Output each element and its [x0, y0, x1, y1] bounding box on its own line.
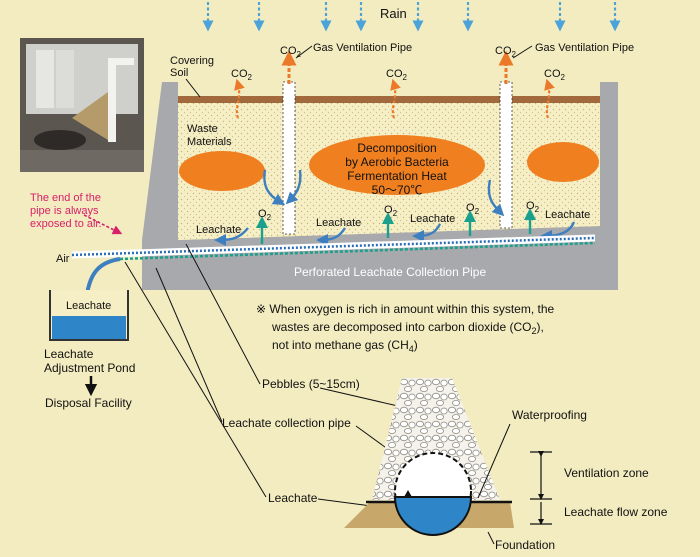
leader-waterproofing	[477, 423, 511, 499]
leachate-arrow	[316, 227, 347, 246]
o2-label: O2	[526, 200, 540, 214]
covering-soil-layer	[178, 96, 600, 103]
perforated-pipe-label: Perforated Leachate Collection Pipe	[294, 265, 486, 279]
note-line3: not into methane gas (CH4)	[272, 338, 418, 354]
leader-leachate	[124, 261, 267, 498]
co2-arrows	[234, 78, 555, 119]
leachate-arrow	[214, 227, 249, 246]
gas-ventilation-pipe-label-right: Gas Ventilation Pipe	[535, 42, 634, 54]
leachate-adjustment-pond	[49, 290, 129, 341]
o2-label: O2	[258, 208, 272, 222]
o2-label: O2	[384, 204, 398, 218]
pipe-cross-section	[344, 378, 514, 536]
leachate-arrow	[263, 169, 286, 206]
waterproofing-label: Waterproofing	[512, 408, 587, 422]
pipe-end-note-line3: exposed to air.	[30, 218, 102, 230]
waste-materials-label-line1: Waste	[187, 123, 218, 135]
pink-pointer-arrow	[83, 214, 123, 235]
rain-label: Rain	[380, 6, 407, 21]
leachate-flow-arrows	[214, 169, 576, 246]
gas-ventilation-pipe-left	[281, 50, 297, 235]
decomposition-line4: 50～70℃	[372, 183, 423, 197]
svg-text:CO2: CO2	[495, 45, 517, 59]
pond-label-line1: Leachate	[44, 347, 94, 361]
heat-zone-center	[309, 135, 485, 195]
heat-zone-right	[527, 142, 599, 182]
covering-soil-label-line2: Soil	[170, 67, 188, 79]
co2-label-surface-left: CO2	[231, 68, 253, 82]
svg-text:CO2: CO2	[280, 45, 302, 59]
o2-label: O2	[466, 202, 480, 216]
pipe-photo	[20, 38, 144, 172]
leader-pebbles	[185, 243, 261, 385]
leachate-label-4: Leachate	[545, 209, 590, 221]
covering-soil-label-line1: Covering	[170, 55, 214, 67]
co2-arrow	[234, 78, 245, 119]
leader-gas-pipe-right	[512, 45, 533, 59]
co2-label-surface-center: CO2	[386, 68, 408, 82]
leader-covering-soil	[185, 78, 201, 98]
disposal-facility-label: Disposal Facility	[45, 396, 132, 410]
leader-foundation	[487, 531, 495, 545]
leader-pebbles-to-detail	[319, 387, 399, 407]
leachate-detail-label: Leachate	[268, 491, 318, 505]
leachate-flow-zone-label: Leachate flow zone	[564, 505, 668, 519]
o2-labels: O2 O2 O2 O2	[258, 200, 540, 222]
perforated-leachate-collection-pipe	[71, 234, 596, 261]
note-line2: wastes are decomposed into carbon dioxid…	[271, 320, 544, 336]
leachate-arrow	[540, 221, 576, 242]
svg-text:CO2: CO2	[231, 68, 253, 82]
co2-label-pipe-right: CO2	[495, 45, 517, 59]
co2-arrow	[390, 78, 401, 119]
gas-ventilation-pipe-label-left: Gas Ventilation Pipe	[313, 42, 412, 54]
svg-text:CO2: CO2	[544, 68, 566, 82]
decomposition-line2: by Aerobic Bacteria	[345, 155, 449, 169]
ventilation-zone-label: Ventilation zone	[564, 466, 649, 480]
co2-label-pipe-left: CO2	[280, 45, 302, 59]
note-line1: ※ When oxygen is rich in amount within t…	[256, 302, 555, 316]
zone-dimensions	[530, 451, 552, 525]
leachate-arrow	[412, 223, 442, 242]
leachate-arrow	[487, 179, 505, 217]
leachate-arrow	[285, 169, 302, 205]
heat-zone-left	[179, 151, 265, 191]
leachate-label-1: Leachate	[196, 224, 241, 236]
pebbles-label: Pebbles (5~15cm)	[262, 377, 360, 391]
air-label: Air	[56, 253, 70, 265]
gas-ventilation-pipe-right	[498, 50, 514, 229]
o2-arrows	[256, 208, 536, 244]
collection-pipe-label: Leachate collection pipe	[222, 416, 351, 430]
foundation-label: Foundation	[495, 538, 555, 552]
decomposition-line3: Fermentation Heat	[347, 169, 447, 183]
svg-text:CO2: CO2	[386, 68, 408, 82]
pond-leachate-label: Leachate	[66, 300, 111, 312]
pipe-end-note-line1: The end of the	[30, 192, 101, 204]
co2-arrow	[544, 78, 555, 119]
pond-label-line2: Adjustment Pond	[44, 361, 135, 375]
leachate-label-3: Leachate	[410, 213, 455, 225]
decomposition-line1: Decomposition	[357, 141, 436, 155]
pipe-end-note-line2: pipe is always	[30, 205, 99, 217]
leader-gas-pipe-left	[295, 45, 313, 59]
rain-arrows	[202, 2, 621, 32]
co2-label-surface-right: CO2	[544, 68, 566, 82]
leachate-label-2: Leachate	[316, 217, 361, 229]
waste-materials-label-line2: Materials	[187, 136, 232, 148]
leader-collection-pipe	[155, 267, 223, 423]
